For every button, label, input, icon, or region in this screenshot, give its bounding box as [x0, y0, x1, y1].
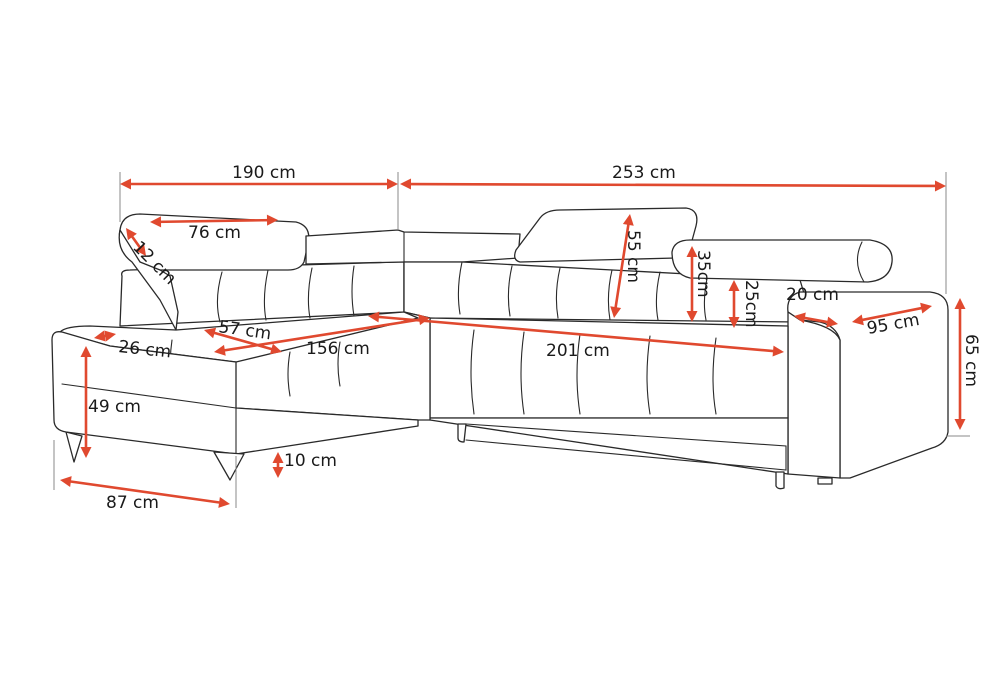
dim-arrow-chaise-depth — [60, 476, 230, 508]
right-armrest — [787, 291, 949, 479]
label-10: 10 cm — [284, 451, 337, 471]
dimension-arrows — [60, 178, 966, 508]
leg-roller-2 — [775, 471, 785, 490]
label-35: 35cm — [693, 250, 713, 298]
dim-arrow-seat-height — [80, 346, 92, 458]
dim-arrow-backrest-height — [728, 280, 740, 328]
leg-right — [817, 477, 833, 485]
left-back-cushion-seams — [216, 265, 355, 323]
dim-arrow-leg-height — [272, 452, 284, 478]
dim-arrow-overall-depth — [852, 302, 932, 326]
right-seat — [429, 317, 789, 419]
leg-front-left — [65, 431, 83, 463]
dim-arrow-seat-depth-left — [204, 327, 282, 355]
leg-roller-1 — [457, 423, 467, 443]
right-armrest-front — [787, 311, 841, 479]
dim-arrow-armrest-width — [794, 312, 838, 328]
small-headrest-seam — [856, 241, 865, 283]
right-seat-seams — [470, 329, 717, 415]
dim-arrow-headrest-right-height — [610, 214, 634, 318]
label-201: 201 cm — [546, 341, 610, 361]
dim-arrow-headrest-small-height — [686, 246, 698, 322]
dim-arrow-overall-height — [954, 298, 966, 430]
dim-arrow-left-width — [120, 178, 398, 190]
label-55: 55 cm — [623, 230, 643, 283]
label-87: 87 cm — [106, 493, 159, 513]
label-76: 76 cm — [188, 223, 241, 243]
sleep-drawer — [465, 423, 787, 471]
label-253: 253 cm — [612, 163, 676, 183]
label-65: 65 cm — [961, 334, 981, 387]
label-156: 156 cm — [306, 339, 370, 359]
right-headrest — [514, 207, 698, 263]
label-20: 20 cm — [786, 285, 839, 305]
right-back-cushion-seams — [457, 261, 709, 321]
leg-front-center — [213, 451, 245, 481]
dim-arrow-seat-length-right — [368, 311, 784, 357]
guide-lines — [53, 172, 970, 508]
label-25: 25cm — [741, 280, 761, 328]
corner-backrest — [305, 229, 521, 265]
label-49: 49 cm — [88, 397, 141, 417]
dim-arrow-chaise-cushion-depth — [94, 330, 116, 342]
dim-arrow-headrest-left-width — [150, 214, 278, 228]
chaise-front — [51, 331, 419, 455]
dim-arrow-right-width — [400, 178, 946, 192]
chaise-base-seam — [61, 383, 237, 409]
sofa-outline — [51, 207, 949, 490]
left-headrest-side — [118, 229, 179, 331]
dim-arrow-headrest-left-depth — [126, 228, 146, 256]
small-headrest — [671, 239, 893, 283]
chaise-top — [59, 311, 419, 363]
label-190: 190 cm — [232, 163, 296, 183]
